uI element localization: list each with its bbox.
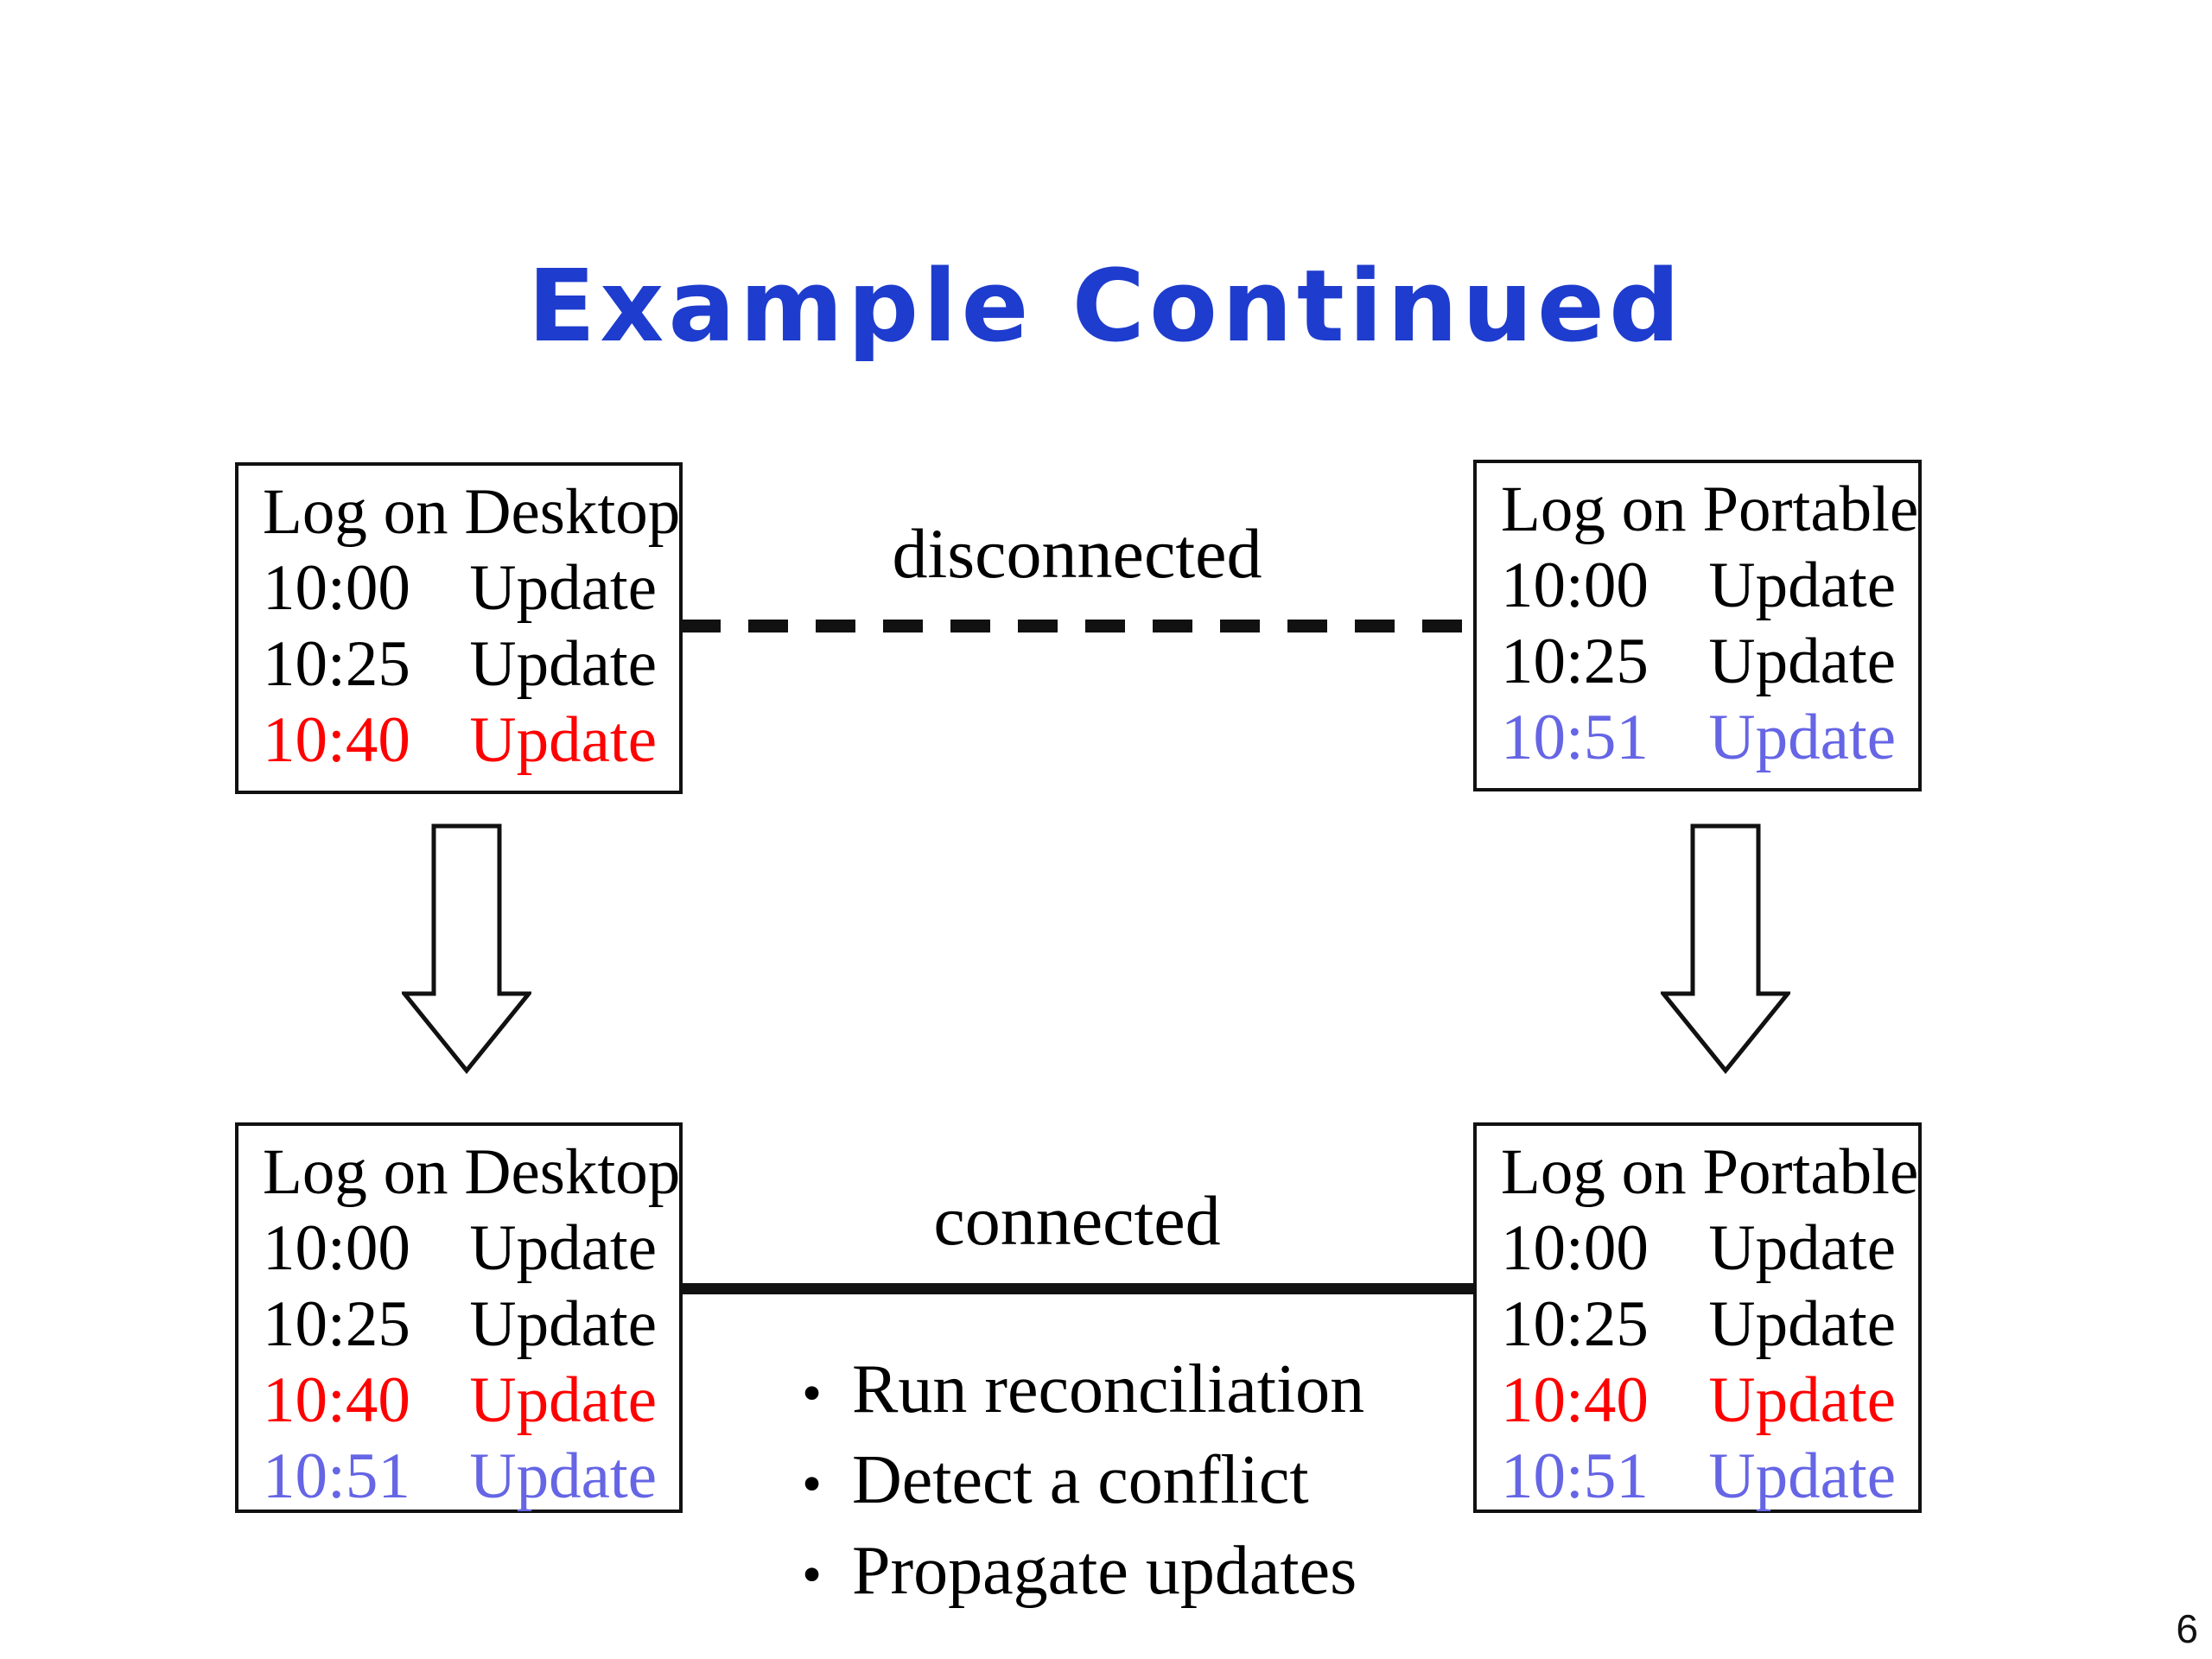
log-box-portable-before: Log on Portable 10:00 Update 10:25 Updat… [1473,460,1922,791]
log-time: 10:00 [1501,550,1649,621]
log-row: 10:00 Update [1501,1211,1896,1287]
list-item: • Detect a conflict [802,1437,1364,1528]
slide-title: Example Continued [527,249,1685,365]
log-row: 10:40 Update [263,702,657,779]
log-time: 10:51 [1501,1440,1649,1512]
disconnected-dashed-line [681,620,1473,632]
bullet-text: Propagate updates [852,1533,1357,1609]
down-arrow-icon [1661,823,1790,1074]
list-item: • Propagate updates [802,1528,1364,1618]
log-time: 10:00 [263,1212,410,1284]
log-time: 10:51 [263,1440,410,1512]
log-action: Update [1708,626,1896,697]
log-box-header: Log on Portable [1501,474,1919,545]
log-time: 10:25 [263,1288,410,1360]
reconciliation-bullet-list: • Run reconciliation • Detect a conflict… [802,1346,1364,1618]
log-box-portable-after: Log on Portable 10:00 Update 10:25 Updat… [1473,1122,1922,1513]
log-row: 10:40 Update [263,1363,657,1439]
log-time: 10:25 [1501,626,1649,697]
log-row: 10:51 Update [1501,1439,1896,1515]
log-row: 10:25 Update [1501,1287,1896,1363]
log-row: 10:00 Update [1501,548,1896,624]
bullet-text: Run reconciliation [852,1351,1365,1427]
log-time: 10:00 [1501,1212,1649,1284]
log-row: 10:25 Update [263,626,657,702]
bullet-dot: • [802,1452,823,1516]
log-time: 10:40 [1501,1364,1649,1436]
log-action: Update [1708,1440,1896,1512]
log-action: Update [469,628,657,700]
connected-label: connected [933,1181,1221,1260]
log-time: 10:00 [263,552,410,624]
page-number: 6 [2176,1606,2198,1651]
log-box-header: Log on Desktop [263,476,681,548]
log-action: Update [1708,1364,1896,1436]
log-action: Update [469,1440,657,1512]
log-action: Update [469,704,657,776]
log-action: Update [469,552,657,624]
log-time: 10:25 [263,628,410,700]
log-action: Update [469,1288,657,1360]
log-row: 10:51 Update [1501,700,1896,776]
log-action: Update [1708,702,1896,773]
log-action: Update [1708,1288,1896,1360]
bullet-dot: • [802,1362,823,1425]
log-box-desktop-before: Log on Desktop 10:00 Update 10:25 Update… [235,462,683,794]
log-action: Update [469,1212,657,1284]
log-box-desktop-after: Log on Desktop 10:00 Update 10:25 Update… [235,1122,683,1513]
log-box-header: Log on Desktop [263,1136,681,1208]
log-row: 10:00 Update [263,550,657,626]
log-action: Update [469,1364,657,1436]
bullet-dot: • [802,1543,823,1606]
log-row: 10:51 Update [263,1439,657,1515]
log-time: 10:51 [1501,702,1649,773]
list-item: • Run reconciliation [802,1346,1364,1437]
log-row: 10:25 Update [263,1287,657,1363]
log-time: 10:25 [1501,1288,1649,1360]
log-row: 10:40 Update [1501,1363,1896,1439]
bullet-text: Detect a conflict [852,1442,1309,1518]
log-box-header: Log on Portable [1501,1136,1919,1208]
log-row: 10:25 Update [1501,624,1896,700]
down-arrow-icon [402,823,531,1074]
log-action: Update [1708,1212,1896,1284]
log-time: 10:40 [263,1364,410,1436]
log-time: 10:40 [263,704,410,776]
disconnected-label: disconnected [892,514,1262,593]
connected-solid-line [681,1283,1473,1294]
log-row: 10:00 Update [263,1211,657,1287]
log-action: Update [1708,550,1896,621]
